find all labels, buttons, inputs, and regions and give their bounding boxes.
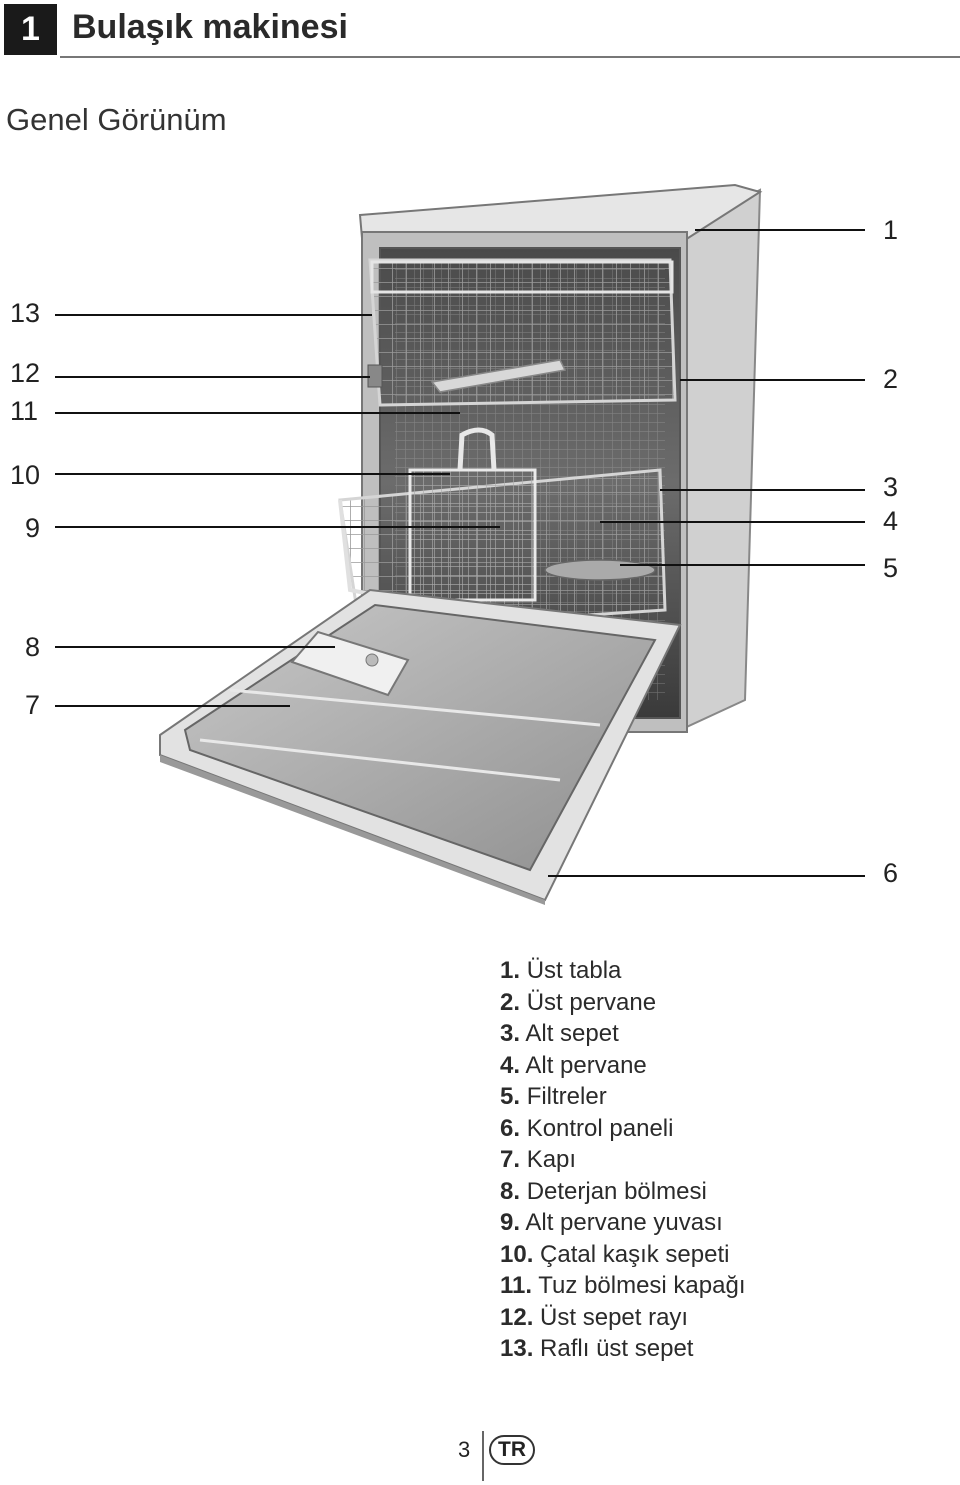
legend-item-number: 9. (500, 1209, 521, 1236)
legend-item-text: Kontrol paneli (526, 1114, 674, 1142)
legend-item-number: 6. (500, 1114, 521, 1142)
legend-item-text: Üst tabla (526, 957, 622, 984)
callout-label-1: 1 (883, 215, 899, 245)
chapter-title: Bulaşık makinesi (72, 8, 348, 46)
legend-item-number: 10. (500, 1240, 534, 1268)
callout-label-10: 10 (10, 460, 41, 490)
legend-item-number: 2. (500, 988, 521, 1016)
chapter-number-box: 1 (4, 4, 57, 55)
legend-item: 13. Raflı üst sepet (500, 1333, 746, 1365)
callout-label-6: 6 (883, 858, 899, 888)
door-inner-shape (183, 603, 657, 872)
page-footer: 3 TR (0, 1425, 960, 1485)
dishwasher-figure: 13 12 11 10 9 8 7 1 2 3 4 5 6 (0, 170, 960, 930)
callout-label-13: 13 (10, 298, 41, 328)
callout-label-8: 8 (25, 632, 41, 662)
lower-spray-arm-shape (544, 559, 656, 581)
header-divider (60, 56, 960, 58)
dishwasher-illustration (55, 183, 865, 905)
legend-item-number: 5. (500, 1083, 521, 1110)
chapter-number: 1 (21, 10, 40, 48)
legend-item: 5. Filtreler (500, 1081, 746, 1113)
callout-label-4: 4 (883, 506, 899, 536)
legend-item-text: Tuz bölmesi kapağı (538, 1272, 746, 1299)
legend-item-number: 12. (500, 1303, 534, 1331)
footer-divider (482, 1431, 484, 1481)
callout-label-12: 12 (10, 358, 41, 388)
legend-item-text: Filtreler (526, 1083, 607, 1110)
legend-item: 2. Üst pervane (500, 987, 746, 1019)
callout-label-7: 7 (25, 690, 41, 720)
legend-item-text: Kapı (526, 1146, 577, 1173)
legend-item: 10. Çatal kaşık sepeti (500, 1239, 746, 1271)
legend-item: 7. Kapı (500, 1144, 746, 1176)
legend-item: 6. Kontrol paneli (500, 1113, 746, 1145)
page-number: 3 (458, 1437, 471, 1462)
legend-item-text: Raflı üst sepet (540, 1335, 694, 1362)
legend-item: 3. Alt sepet (500, 1018, 746, 1050)
legend-item: 9. Alt pervane yuvası (500, 1207, 746, 1239)
legend-item-text: Üst sepet rayı (540, 1303, 689, 1331)
legend-item-number: 11. (500, 1272, 533, 1299)
callout-label-2: 2 (883, 364, 899, 394)
parts-legend: 1. Üst tabla 2. Üst pervane 3. Alt sepet… (500, 955, 746, 1365)
legend-item: 8. Deterjan bölmesi (500, 1176, 746, 1208)
cabinet-side-panel (678, 188, 762, 732)
cutlery-basket-shape (408, 468, 537, 602)
language-badge: TR (489, 1435, 535, 1465)
legend-item: 1. Üst tabla (500, 955, 746, 987)
legend-item-number: 3. (500, 1020, 521, 1047)
callout-label-9: 9 (25, 513, 41, 543)
upper-basket-shape (368, 258, 677, 407)
legend-item: 11. Tuz bölmesi kapağı (500, 1270, 746, 1302)
legend-item-number: 7. (500, 1146, 521, 1173)
section-title: Genel Görünüm (6, 102, 227, 137)
legend-item-text: Alt sepet (525, 1020, 619, 1047)
legend-item-text: Alt pervane yuvası (525, 1209, 723, 1236)
legend-item: 12. Üst sepet rayı (500, 1302, 746, 1334)
legend-item-number: 13. (500, 1335, 534, 1362)
callout-label-11: 11 (10, 396, 39, 426)
upper-spray-arm-shape (430, 359, 567, 393)
callout-label-5: 5 (883, 553, 899, 583)
legend-item: 4. Alt pervane (500, 1050, 746, 1082)
legend-item-number: 8. (500, 1177, 521, 1205)
legend-item-text: Üst pervane (526, 988, 657, 1016)
legend-item-number: 1. (500, 957, 521, 984)
legend-item-number: 4. (500, 1051, 521, 1079)
legend-item-text: Deterjan bölmesi (526, 1177, 707, 1205)
legend-item-text: Alt pervane (525, 1051, 647, 1079)
callout-label-3: 3 (883, 472, 899, 502)
legend-item-text: Çatal kaşık sepeti (540, 1240, 730, 1268)
